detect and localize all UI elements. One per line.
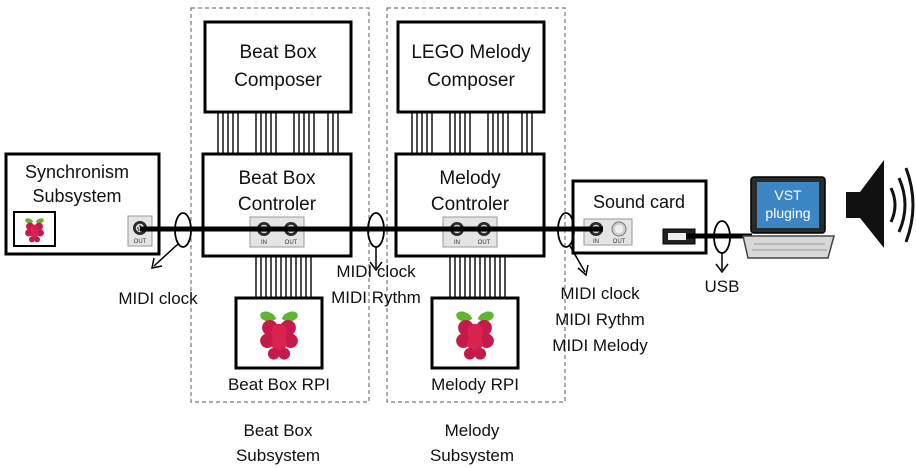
- vst-subtitle: pluging: [765, 205, 810, 221]
- beatbox-subsystem-subtitle: Subsystem: [236, 446, 320, 465]
- beatbox-out-label: OUT: [285, 240, 298, 246]
- vst-title: VST: [774, 187, 802, 203]
- speaker-icon: [846, 160, 915, 248]
- synchronism-subsystem-block: Synchronism Subsystem OUT: [4, 152, 161, 256]
- melody-composer-bus: [411, 112, 533, 155]
- usb-marker: [713, 220, 731, 274]
- melody-rpi-label: Melody RPI: [431, 375, 519, 394]
- midi-clock-label-2: MIDI clock: [336, 262, 416, 281]
- midi-rythm-label-2: MIDI Rythm: [331, 288, 421, 307]
- midi-clock-label-1: MIDI clock: [118, 289, 198, 308]
- sound-card-midi-out-icon: [611, 221, 627, 237]
- beatbox-composer-bus: [217, 112, 339, 155]
- melody-controller-subtitle: Controler: [431, 194, 510, 215]
- midi-clock-marker-2: [367, 212, 385, 272]
- beatbox-rpi-label: Beat Box RPI: [228, 375, 330, 394]
- melody-in-label: IN: [454, 240, 460, 246]
- beatbox-controller-title: Beat Box: [238, 168, 316, 189]
- midi-clock-marker-1: [151, 212, 192, 269]
- sync-title: Synchronism: [25, 162, 129, 182]
- sync-out-label: OUT: [134, 239, 147, 245]
- beatbox-composer-subtitle: Composer: [234, 70, 322, 91]
- sound-card-block: Sound card IN OUT: [571, 179, 708, 255]
- melody-rpi-block: Melody RPI: [430, 296, 520, 394]
- midi-melody-label-3: MIDI Melody: [552, 336, 648, 355]
- midi-clock-marker-3: [557, 212, 589, 277]
- melody-rpi-bus: [449, 255, 506, 298]
- lego-composer-subtitle: Composer: [427, 70, 515, 91]
- beatbox-subsystem-title: Beat Box: [244, 421, 313, 440]
- sound-card-out-label: OUT: [613, 239, 626, 245]
- beatbox-rpi-bus: [255, 255, 312, 298]
- sound-card-title: Sound card: [593, 192, 685, 212]
- beatbox-rpi-block: Beat Box RPI: [228, 296, 330, 394]
- melody-controller-title: Melody: [439, 168, 501, 189]
- sync-subtitle: Subsystem: [32, 186, 121, 206]
- midi-clock-label-3: MIDI clock: [560, 284, 640, 303]
- melody-out-label: OUT: [478, 240, 491, 246]
- beatbox-controller-subtitle: Controler: [238, 194, 317, 215]
- sound-card-in-label: IN: [593, 239, 599, 245]
- beatbox-controller-block: Beat Box Controler IN OUT: [201, 152, 353, 258]
- beatbox-composer-title: Beat Box: [239, 42, 317, 63]
- melody-subsystem-subtitle: Subsystem: [430, 446, 514, 465]
- melody-subsystem-title: Melody: [445, 421, 500, 440]
- lego-composer-title: LEGO Melody: [411, 42, 531, 63]
- laptop-icon: VST pluging: [742, 176, 835, 259]
- midi-rythm-label-3: MIDI Rythm: [555, 310, 645, 329]
- melody-controller-block: Melody Controler IN OUT: [394, 152, 546, 258]
- melody-subsystem-frame: [386, 7, 566, 403]
- beatbox-composer-block: Beat Box Composer: [203, 20, 353, 114]
- lego-melody-composer-block: LEGO Melody Composer: [396, 20, 546, 114]
- beatbox-in-label: IN: [261, 240, 267, 246]
- usb-label: USB: [705, 277, 740, 296]
- beatbox-subsystem-frame: [190, 7, 370, 403]
